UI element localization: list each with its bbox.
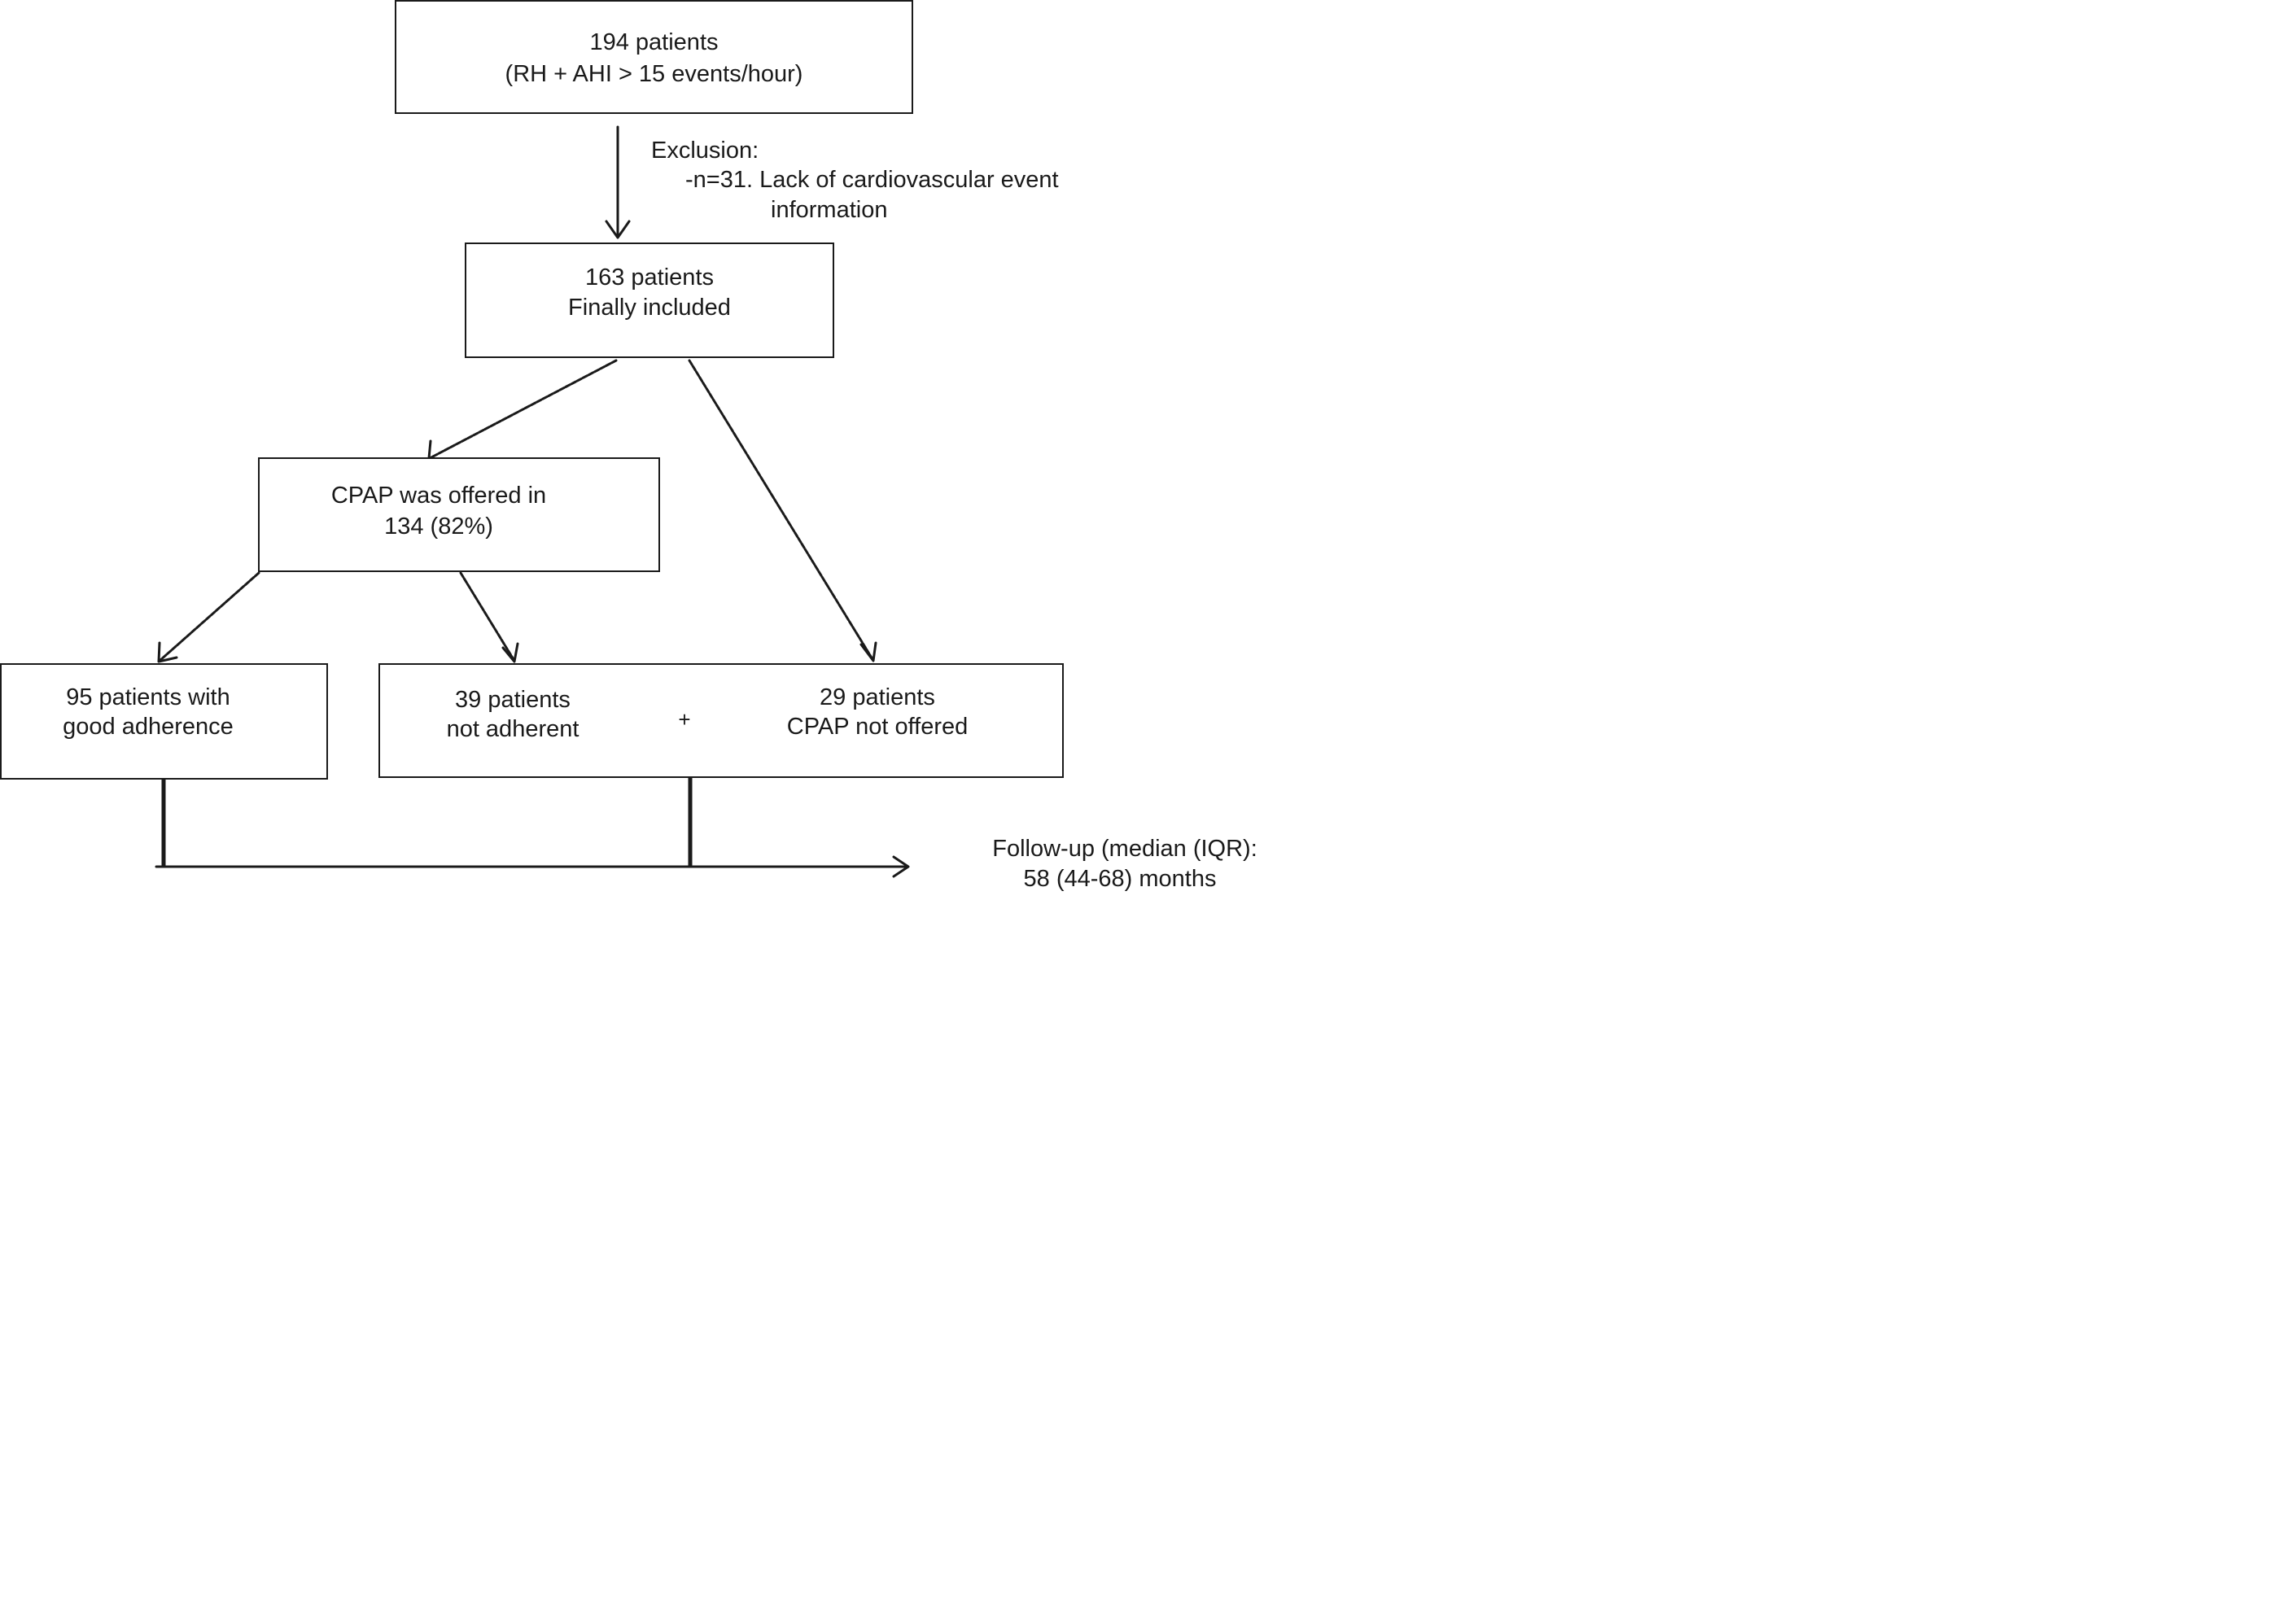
not-adherent-line2: not adherent <box>446 716 579 742</box>
not-adherent-line1: 39 patients <box>455 687 571 713</box>
arrowhead-not-adherent <box>501 642 519 663</box>
box-cpap-offered <box>258 457 660 572</box>
exclusion-line1: -n=31. Lack of cardiovascular event <box>685 167 1059 193</box>
plus-sign: + <box>678 707 691 732</box>
box-194-line1: 194 patients <box>589 29 719 55</box>
not-offered-line2: CPAP not offered <box>786 714 969 740</box>
box-good-line2: good adherence <box>63 714 234 740</box>
box-194-line2: (RH + AHI > 15 events/hour) <box>505 61 803 87</box>
arrowhead-included <box>605 220 631 239</box>
arrow-cpap-to-good <box>158 571 260 662</box>
not-offered-line1: 29 patients <box>820 684 935 710</box>
arrowhead-not-offered <box>859 641 877 662</box>
follow-up-line1: Follow-up (median (IQR): <box>992 836 1257 862</box>
exclusion-heading: Exclusion: <box>651 138 759 164</box>
arrow-included-to-not-offered <box>688 359 874 661</box>
connector-lines <box>155 125 910 878</box>
box-good-line1: 95 patients with <box>66 684 230 710</box>
box-not-adherent-and-not-offered <box>378 663 1064 778</box>
box-good-adherence <box>0 663 328 780</box>
box-194-patients <box>395 0 913 114</box>
followup-arrowhead <box>892 855 910 878</box>
arrow-included-to-cpap <box>430 359 618 459</box>
arrow-cpap-to-not-adherent <box>459 571 516 662</box>
arrowhead-good <box>157 641 178 663</box>
box-cpap-line2: 134 (82%) <box>384 513 493 540</box>
box-cpap-line1: CPAP was offered in <box>330 483 547 509</box>
box-163-line2: Finally included <box>568 295 731 321</box>
box-163-line1: 163 patients <box>584 264 714 291</box>
exclusion-line2: information <box>771 197 888 223</box>
follow-up-line2: 58 (44-68) months <box>1023 866 1217 892</box>
box-163-patients <box>465 243 834 358</box>
